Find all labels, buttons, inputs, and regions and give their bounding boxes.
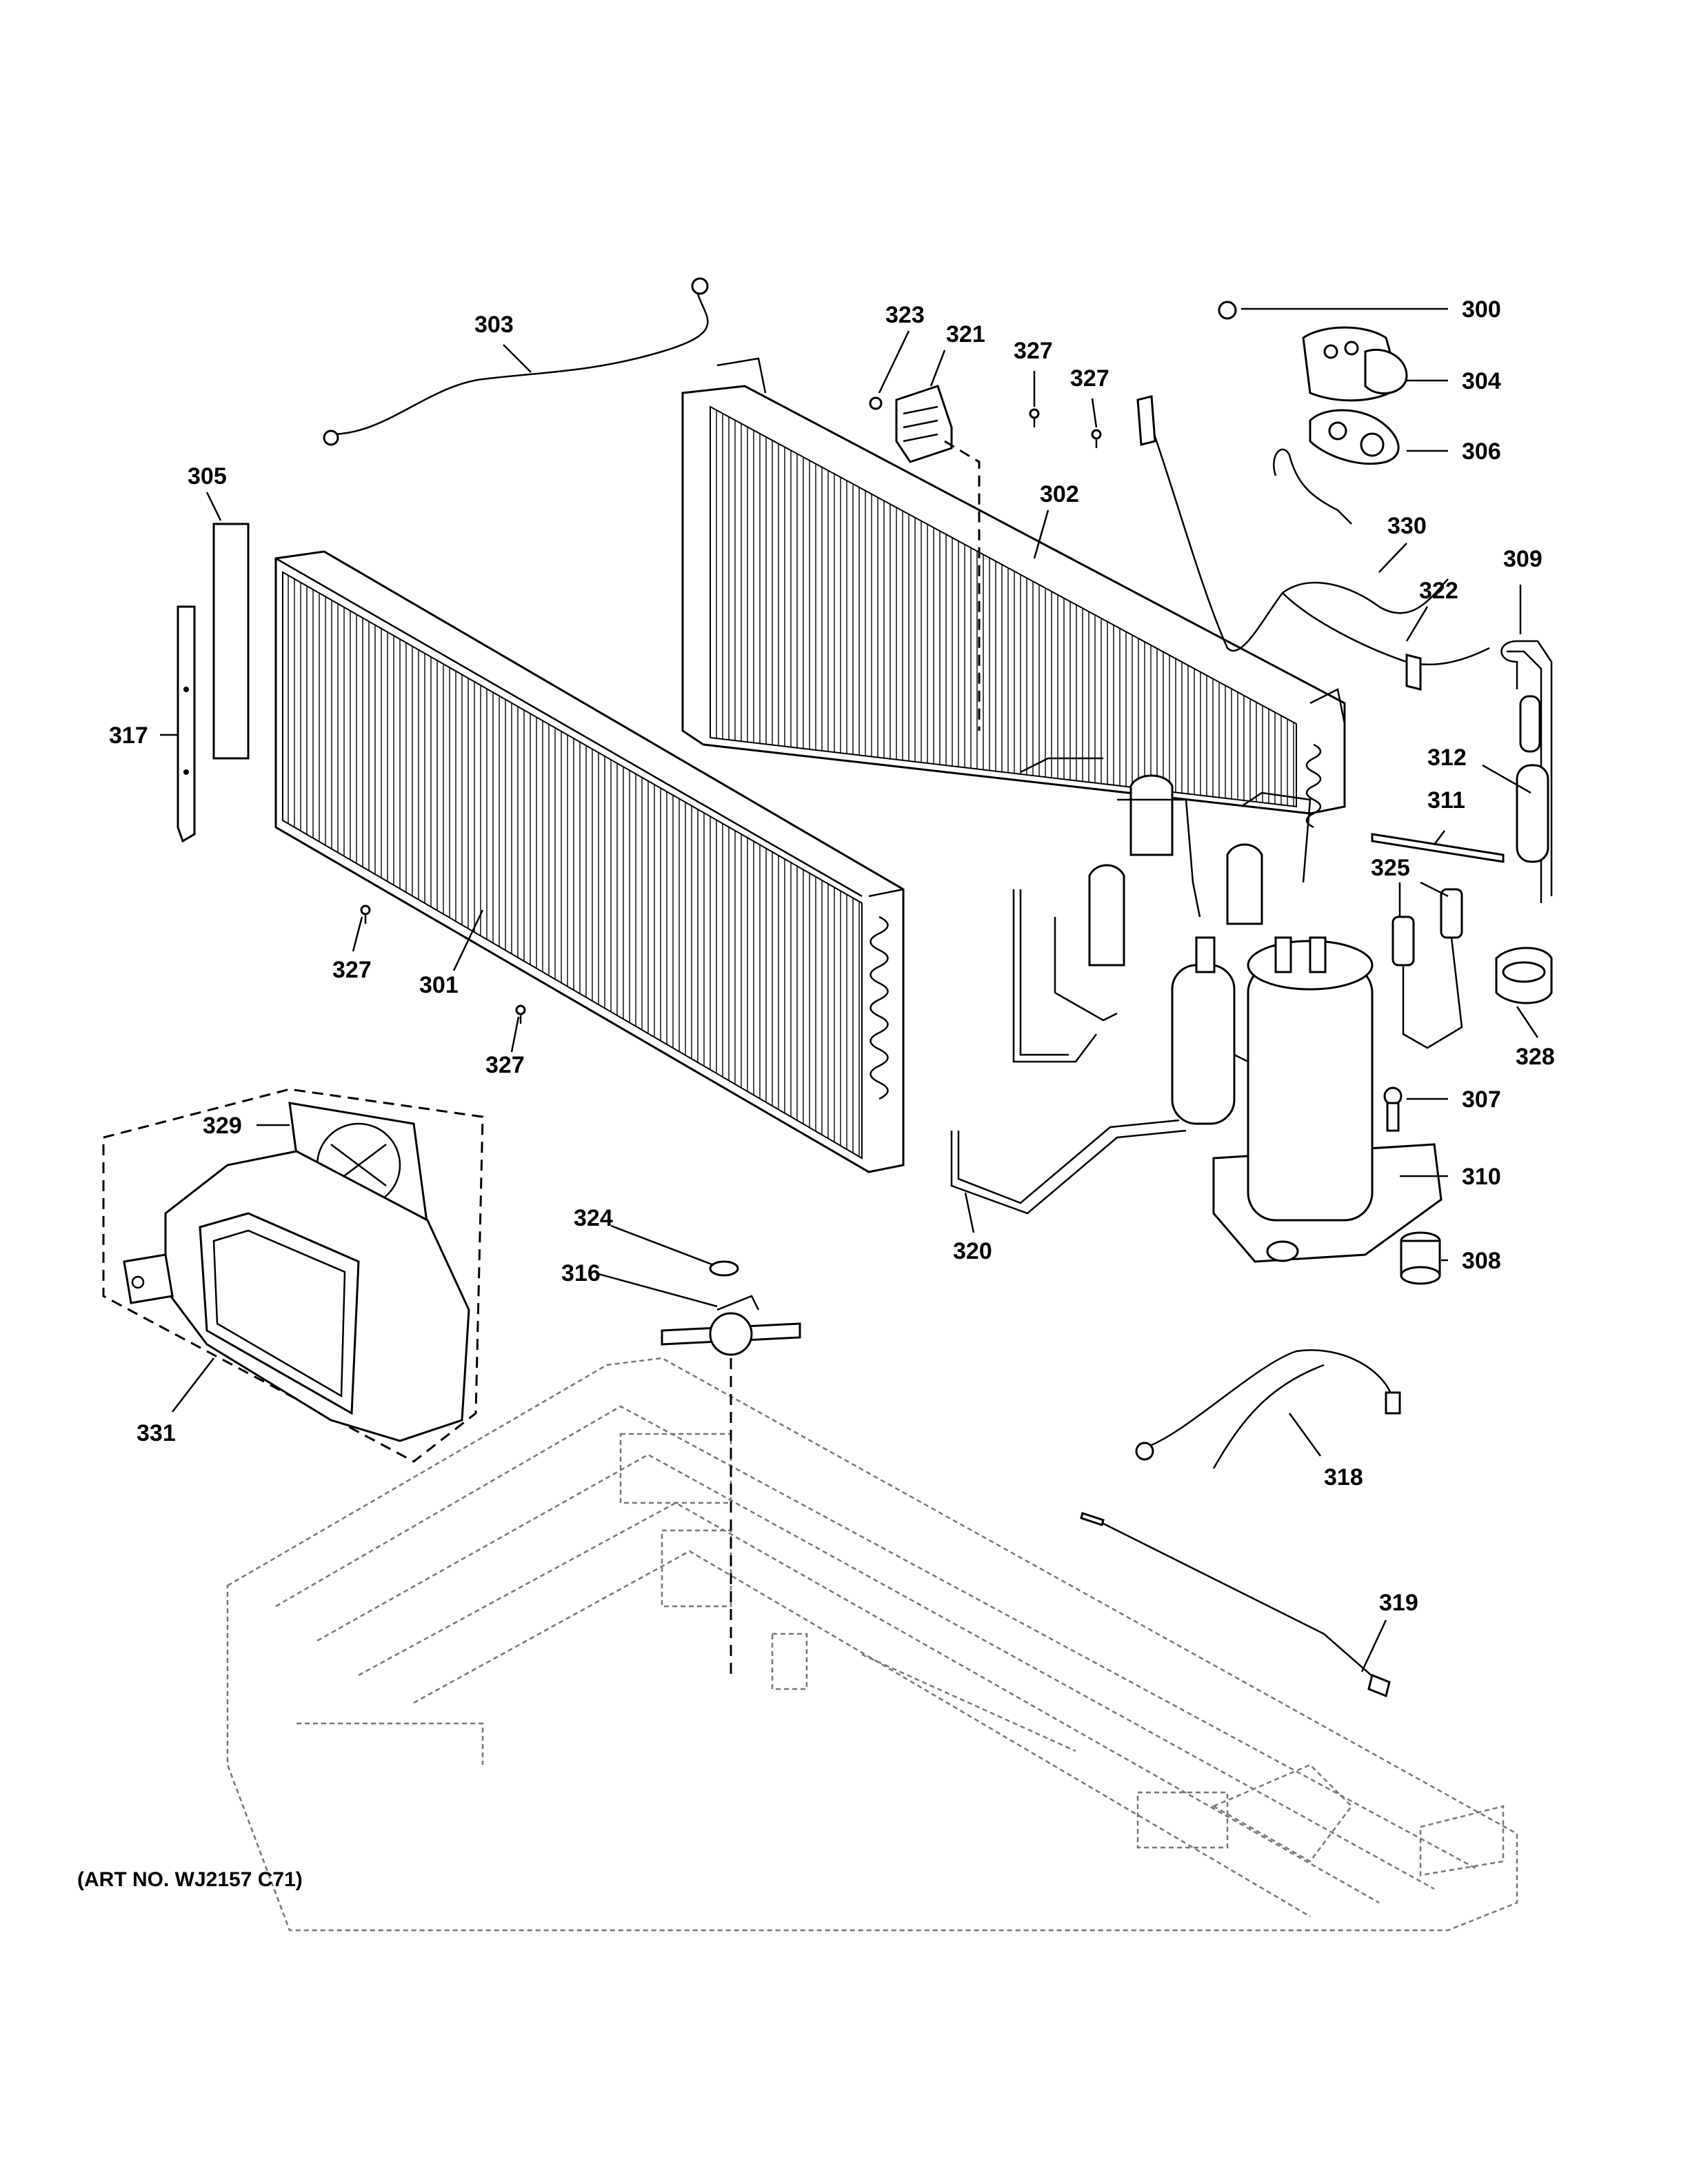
label-310: 310 — [1462, 1164, 1501, 1190]
label-318: 318 — [1324, 1464, 1363, 1490]
label-322: 322 — [1419, 578, 1458, 604]
valves-325 — [1391, 888, 1463, 1049]
label-331: 331 — [137, 1420, 176, 1446]
label-305: 305 — [188, 463, 227, 489]
tube-311 — [1371, 833, 1505, 863]
label-327: 327 — [1014, 338, 1053, 364]
label-323: 323 — [885, 302, 925, 328]
label-312: 312 — [1427, 745, 1467, 771]
label-309: 309 — [1503, 546, 1543, 572]
screws-327 — [360, 408, 1102, 1024]
foam-strip-305 — [212, 523, 250, 760]
label-324: 324 — [574, 1205, 613, 1231]
coil-302 — [681, 357, 1346, 829]
coil-301 — [274, 550, 905, 1173]
nut-323 — [869, 396, 883, 410]
label-328: 328 — [1516, 1044, 1555, 1070]
terminal-cover-304 — [1218, 301, 1408, 402]
label-329: 329 — [203, 1113, 242, 1139]
label-311: 311 — [1427, 787, 1465, 813]
grommet-308 — [1400, 1231, 1441, 1285]
leader-lines — [160, 307, 1539, 1672]
compressor-310 — [1171, 936, 1443, 1263]
label-308: 308 — [1462, 1248, 1501, 1274]
probe-319 — [1080, 1512, 1391, 1698]
label-303: 303 — [474, 312, 514, 338]
label-302: 302 — [1040, 481, 1079, 507]
insulation-328 — [1495, 947, 1553, 1004]
tubing-320 — [950, 757, 1312, 1215]
label-327: 327 — [332, 957, 372, 983]
label-307: 307 — [1462, 1086, 1501, 1113]
label-321: 321 — [946, 321, 985, 347]
label-304: 304 — [1462, 368, 1501, 394]
label-316: 316 — [561, 1260, 601, 1286]
bracket-317 — [177, 605, 196, 843]
fan-assembly-outline — [102, 1088, 484, 1463]
washer-324 — [709, 1260, 739, 1277]
base-pan-ghost — [226, 1357, 1518, 1932]
label-327: 327 — [485, 1052, 525, 1078]
thermostat-316 — [661, 1295, 801, 1356]
label-325: 325 — [1371, 855, 1410, 881]
callout-labels: 300 301 302 303 304 305 306 307 308 309 … — [109, 296, 1555, 1616]
wire-318 — [1135, 1349, 1401, 1469]
label-330: 330 — [1387, 513, 1427, 539]
bolt-307 — [1383, 1086, 1403, 1132]
label-306: 306 — [1462, 438, 1501, 465]
fan-housing-331 — [123, 1150, 470, 1442]
art-number: (ART NO. WJ2157 C71) — [77, 1868, 303, 1891]
label-317: 317 — [109, 722, 148, 749]
label-301: 301 — [419, 972, 459, 998]
label-327: 327 — [1070, 365, 1109, 392]
capacitor-321 — [895, 385, 953, 463]
drier-312 — [1516, 695, 1549, 863]
label-320: 320 — [953, 1238, 992, 1264]
gasket-306 — [1309, 409, 1400, 465]
ground-wire-303 — [323, 277, 709, 446]
capacitor-mount-axis — [944, 440, 981, 731]
sensor-lead-322 — [1282, 592, 1490, 691]
label-319: 319 — [1379, 1590, 1418, 1616]
label-300: 300 — [1462, 296, 1501, 323]
wire-harness-330 — [1136, 395, 1449, 652]
